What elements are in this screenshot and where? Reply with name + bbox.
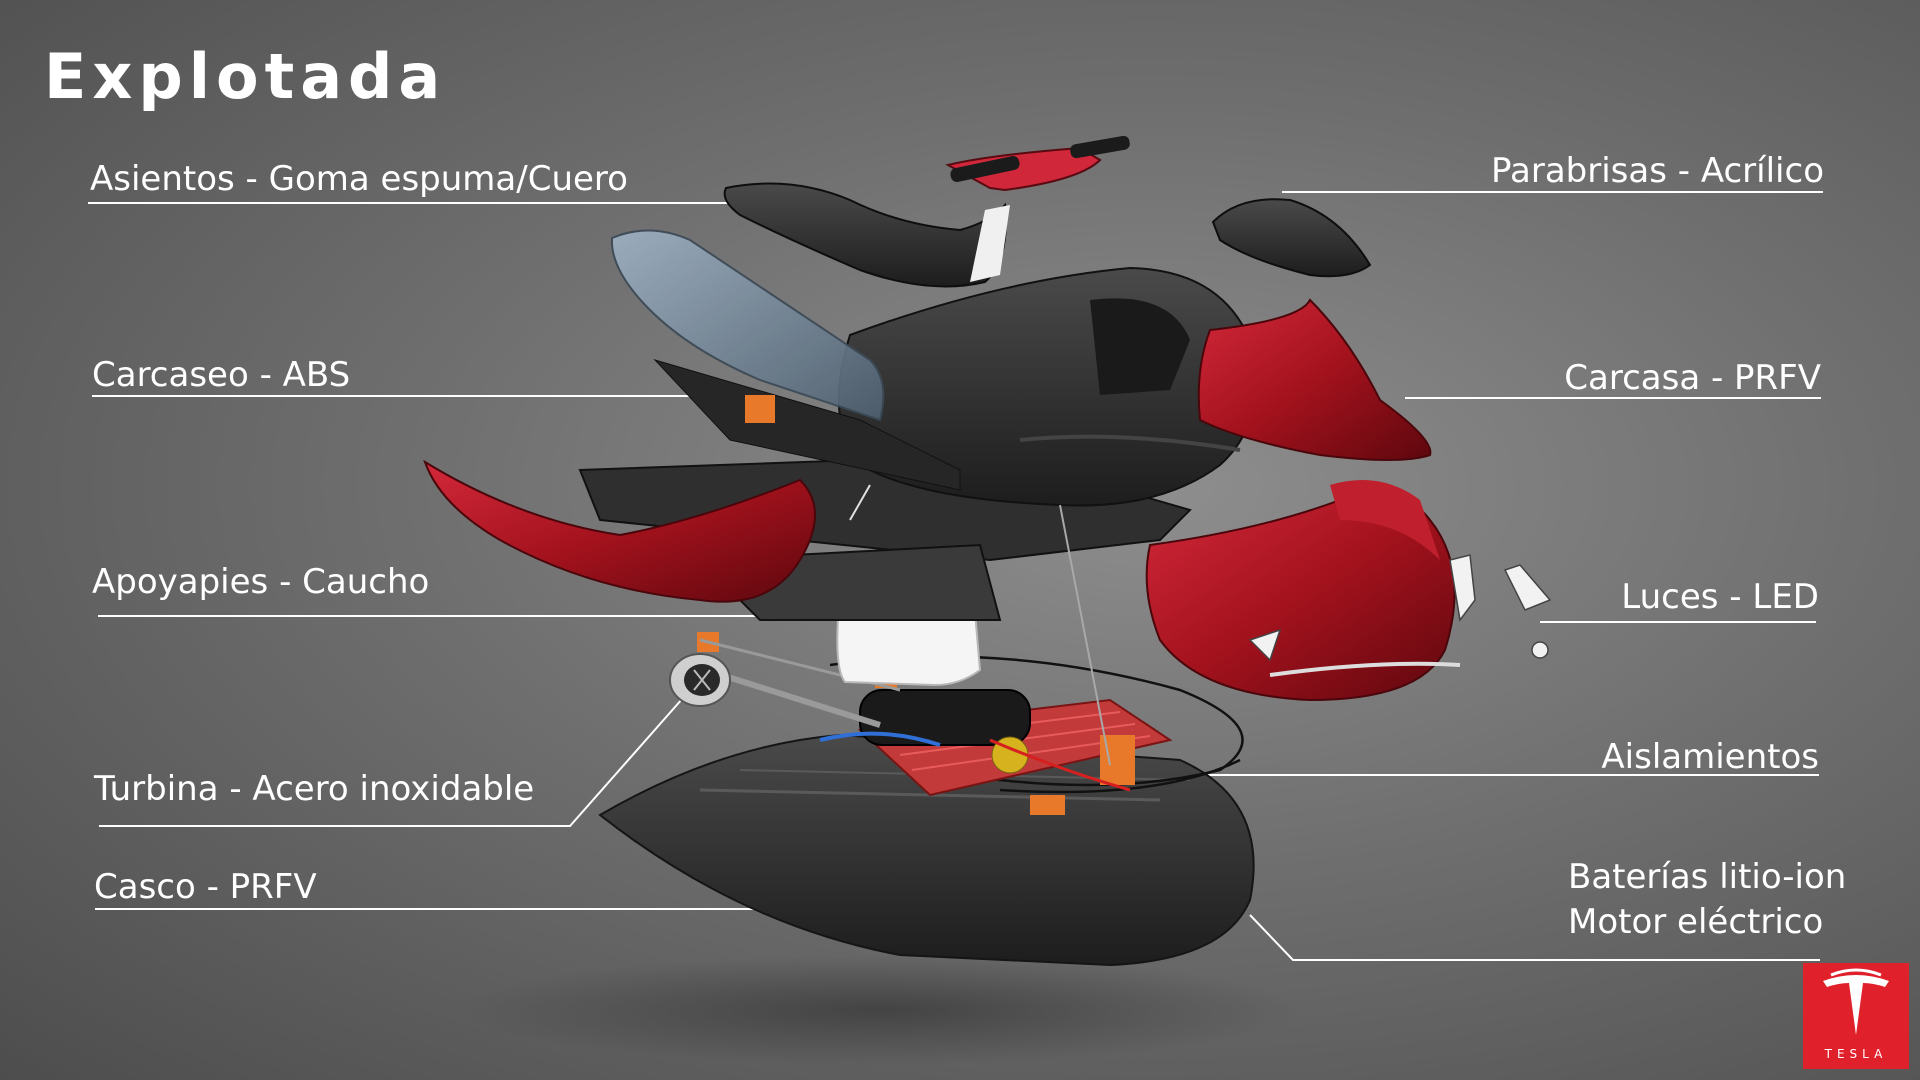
tesla-logo: TESLA xyxy=(1803,963,1909,1069)
label-asientos: Asientos - Goma espuma/Cuero xyxy=(90,159,628,199)
label-luces: Luces - LED xyxy=(1621,577,1819,617)
insulation-wires xyxy=(829,655,1244,794)
turbine xyxy=(669,653,731,707)
abs-lower-strip xyxy=(653,359,961,491)
abs-side-panel xyxy=(610,229,885,422)
windshield xyxy=(1211,198,1372,278)
label-aislamientos: Aislamientos xyxy=(1601,737,1819,777)
label-baterias-line1: Baterías litio-ion xyxy=(1568,857,1847,897)
label-parabrisas: Parabrisas - Acrílico xyxy=(1491,151,1824,191)
front-fairing-upper xyxy=(1197,298,1432,461)
leader-lines xyxy=(88,191,1823,961)
page-title: Explotada xyxy=(44,40,447,113)
controller-box xyxy=(836,610,982,687)
label-casco: Casco - PRFV xyxy=(94,867,317,907)
label-carcasa: Carcasa - PRFV xyxy=(1564,358,1821,398)
hull-shadow xyxy=(460,955,1300,1065)
label-apoyapies: Apoyapies - Caucho xyxy=(92,562,430,602)
orange-marker xyxy=(745,395,775,423)
leader-turbina xyxy=(99,689,691,827)
seat xyxy=(723,182,1007,288)
front-fairing-lower xyxy=(1145,492,1456,702)
side-panel-left xyxy=(423,459,816,603)
tesla-wordmark: TESLA xyxy=(1824,1047,1888,1061)
label-baterias-line2: Motor eléctrico xyxy=(1568,902,1824,942)
leader-baterias xyxy=(1249,914,1820,961)
tesla-t-icon xyxy=(1823,968,1889,1035)
label-carcaseo: Carcaseo - ABS xyxy=(92,355,351,395)
handlebar xyxy=(945,135,1130,192)
label-turbina: Turbina - Acero inoxidable xyxy=(94,769,535,809)
led-lights xyxy=(1248,554,1552,677)
electric-motor xyxy=(859,689,1031,746)
